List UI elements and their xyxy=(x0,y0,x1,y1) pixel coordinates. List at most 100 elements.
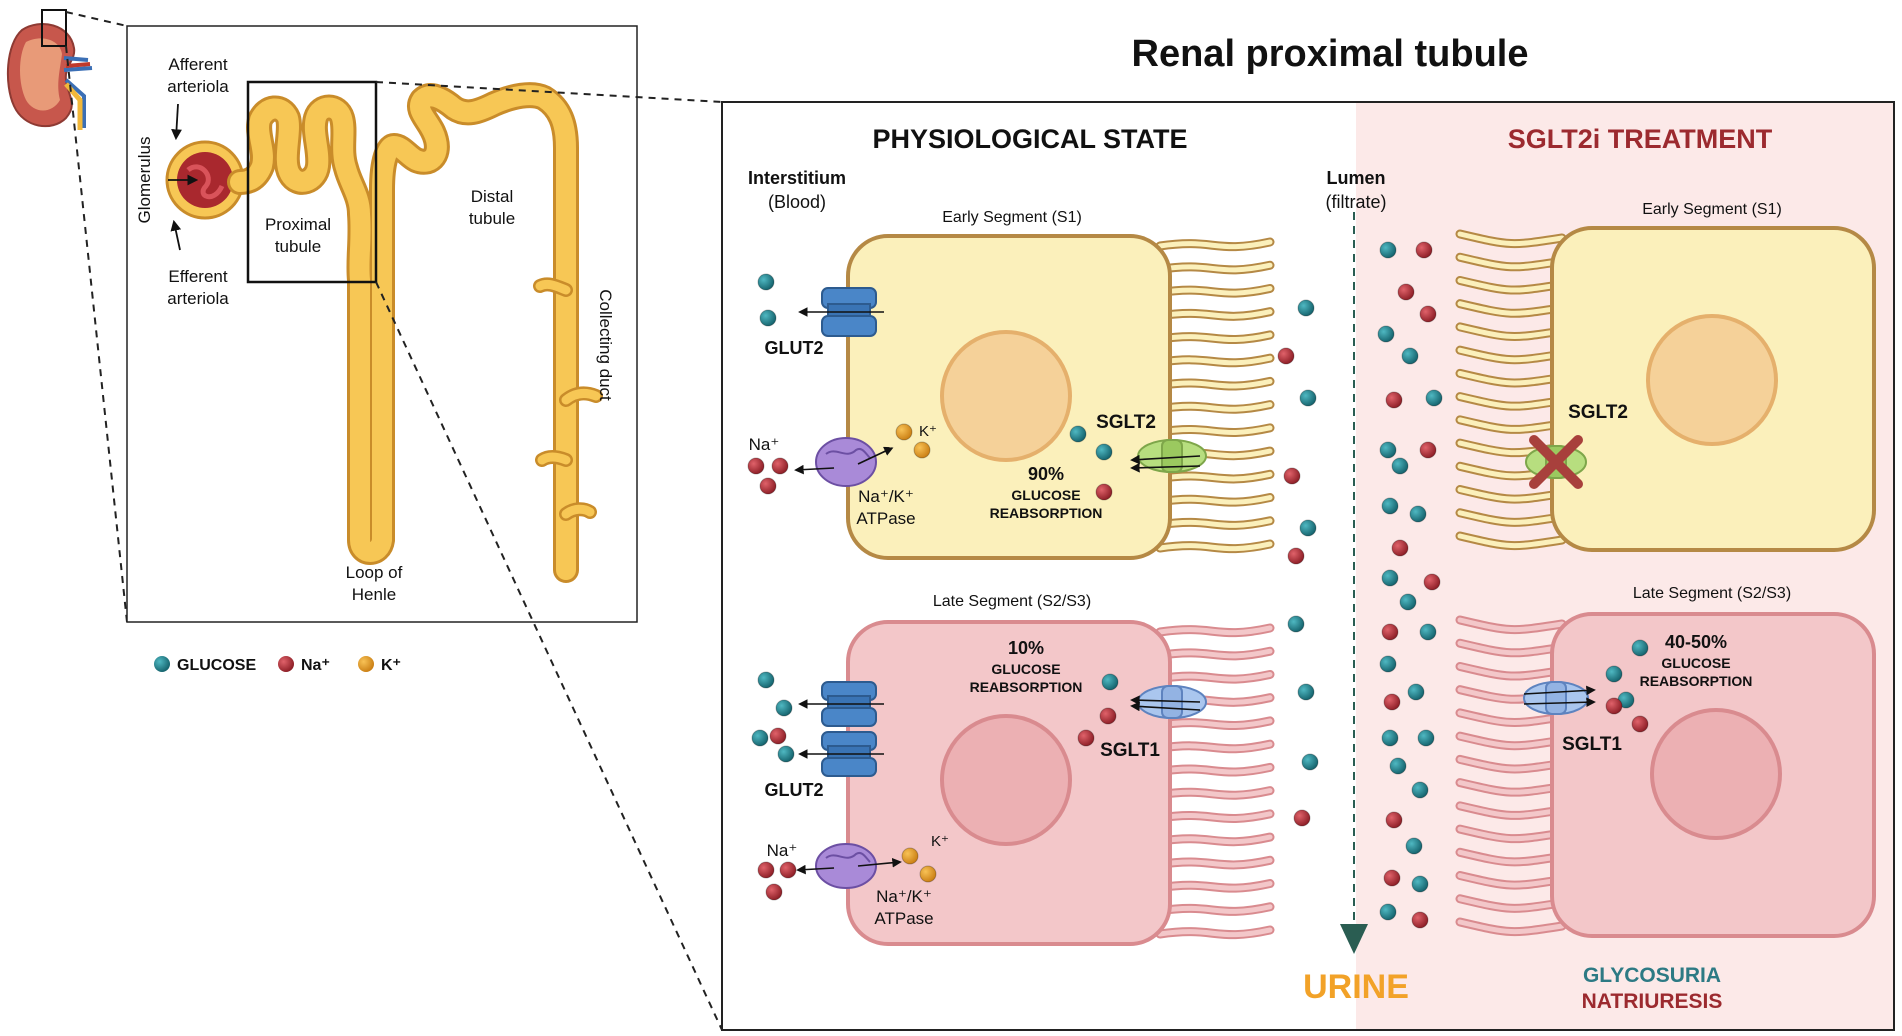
atpase-label-late-2: ATPase xyxy=(874,909,933,928)
sglt2-arrow-glucose xyxy=(1130,454,1201,465)
early-reabsorption-label-1: GLUCOSE xyxy=(1011,487,1080,503)
atpase-na-arrow-late xyxy=(796,864,835,875)
treatment-early-segment-label: Early Segment (S1) xyxy=(1642,201,1782,218)
microvillus xyxy=(1157,857,1273,868)
microvillus xyxy=(1457,510,1565,525)
sodium-ion xyxy=(1397,283,1415,301)
sglt1-label-treatment: SGLT1 xyxy=(1562,734,1622,755)
microvillus xyxy=(1157,378,1273,389)
afferent-arrow xyxy=(171,103,182,141)
sodium-ion xyxy=(747,457,765,475)
na-k-atpase-late xyxy=(815,843,877,889)
atpase-label-early-2: ATPase xyxy=(856,509,915,528)
sodium-ion xyxy=(1283,467,1301,485)
microvillus xyxy=(1157,355,1273,366)
microvillus xyxy=(1157,518,1273,528)
glucose-molecule xyxy=(1425,389,1443,407)
sglt2-label-physio: SGLT2 xyxy=(1096,412,1156,433)
microvillus xyxy=(1457,394,1565,409)
late-reabsorption-label-1: GLUCOSE xyxy=(991,661,1060,677)
microvillus xyxy=(1157,262,1273,273)
late-segment-label: Late Segment (S2/S3) xyxy=(933,593,1091,610)
glucose-molecule xyxy=(1379,655,1397,673)
afferent-label-2: arteriola xyxy=(167,77,229,96)
loop-label-2: Henle xyxy=(352,585,396,604)
glucose-molecule xyxy=(1299,389,1317,407)
microvillus xyxy=(1157,671,1273,682)
interstitium-label: Interstitium xyxy=(748,168,846,188)
glomerulus-label: Glomerulus xyxy=(135,137,154,224)
microvillus xyxy=(1457,663,1565,679)
sodium-ion xyxy=(757,861,775,879)
proximal-label-1: Proximal xyxy=(265,215,331,234)
sodium-ion xyxy=(769,727,787,745)
microvillus xyxy=(1457,826,1565,842)
sodium-ion xyxy=(1419,441,1437,459)
microvillus xyxy=(1157,471,1273,482)
microvillus xyxy=(1157,881,1273,891)
glucose-molecule xyxy=(1389,757,1407,775)
late-reabsorption-percent: 10% xyxy=(1008,638,1044,658)
microvillus xyxy=(1457,896,1565,911)
sodium-ion xyxy=(765,883,783,901)
sodium-ion xyxy=(1411,911,1429,929)
legend-glucose-swatch xyxy=(154,656,170,672)
microvillus xyxy=(1157,718,1273,729)
loop-label-1: Loop of xyxy=(346,563,403,582)
glucose-molecule xyxy=(759,309,777,327)
microvillus xyxy=(1157,788,1273,798)
sglt1-arrow-treatment-glucose xyxy=(1523,685,1596,696)
microvillus xyxy=(1157,927,1273,938)
glut2-label-early: GLUT2 xyxy=(764,338,823,358)
k-label-late: K⁺ xyxy=(931,833,949,850)
distal-label-1: Distal xyxy=(471,187,514,206)
sglt1-arrow-glucose xyxy=(1130,695,1201,706)
glucose-molecule xyxy=(1095,443,1113,461)
sodium-ion xyxy=(1287,547,1305,565)
glucose-molecule xyxy=(1399,593,1417,611)
na-label-late: Na⁺ xyxy=(767,841,798,860)
treatment-reabsorption-label-2: REABSORPTION xyxy=(1640,673,1753,689)
microvillus xyxy=(1157,625,1273,636)
glucose-molecule xyxy=(1605,665,1623,683)
zoom-line-kidney-bottom xyxy=(65,45,128,623)
efferent-label-2: arteriola xyxy=(167,289,229,308)
sglt1-transporter-treatment xyxy=(1523,681,1589,715)
zoom-line-top xyxy=(375,81,723,103)
early-reabsorption-label-2: REABSORPTION xyxy=(990,505,1103,521)
microvillus xyxy=(1457,347,1565,363)
microvillus xyxy=(1157,495,1273,505)
microvillus xyxy=(1457,324,1565,339)
late-cell-treatment-microvilli xyxy=(1455,615,1567,937)
microvillus xyxy=(1457,370,1565,386)
microvillus xyxy=(1457,487,1565,502)
lumen-sublabel: (filtrate) xyxy=(1325,192,1386,212)
sodium-ion xyxy=(1277,347,1295,365)
microvillus xyxy=(1157,309,1273,319)
sodium-ion xyxy=(1419,305,1437,323)
glucose-molecule xyxy=(1417,729,1435,747)
treatment-reabsorption-percent: 40-50% xyxy=(1665,632,1727,652)
microvillus xyxy=(1457,756,1565,772)
glucose-molecule xyxy=(751,729,769,747)
glucose-molecule xyxy=(757,671,775,689)
glut2-transporter-late-1 xyxy=(821,681,877,727)
main-panel-border xyxy=(721,101,1895,1031)
microvillus xyxy=(1157,904,1273,914)
zoom-line-kidney-top xyxy=(65,11,128,27)
glucose-molecule xyxy=(775,699,793,717)
microvillus xyxy=(1157,811,1273,821)
physiological-heading: PHYSIOLOGICAL STATE xyxy=(872,124,1187,154)
glucose-molecule xyxy=(1401,347,1419,365)
microvillus xyxy=(1157,402,1273,412)
microvillus xyxy=(1157,425,1273,435)
glucose-molecule xyxy=(757,273,775,291)
sodium-ion xyxy=(1423,573,1441,591)
glucose-molecule xyxy=(1409,505,1427,523)
kidney-icon xyxy=(6,9,93,130)
atpase-label-late-1: Na⁺/K⁺ xyxy=(876,887,932,906)
ion-particles xyxy=(747,241,1649,929)
microvillus xyxy=(1157,332,1273,343)
atpase-k-arrow-early xyxy=(857,446,894,465)
late-reabsorption-label-2: REABSORPTION xyxy=(970,679,1083,695)
